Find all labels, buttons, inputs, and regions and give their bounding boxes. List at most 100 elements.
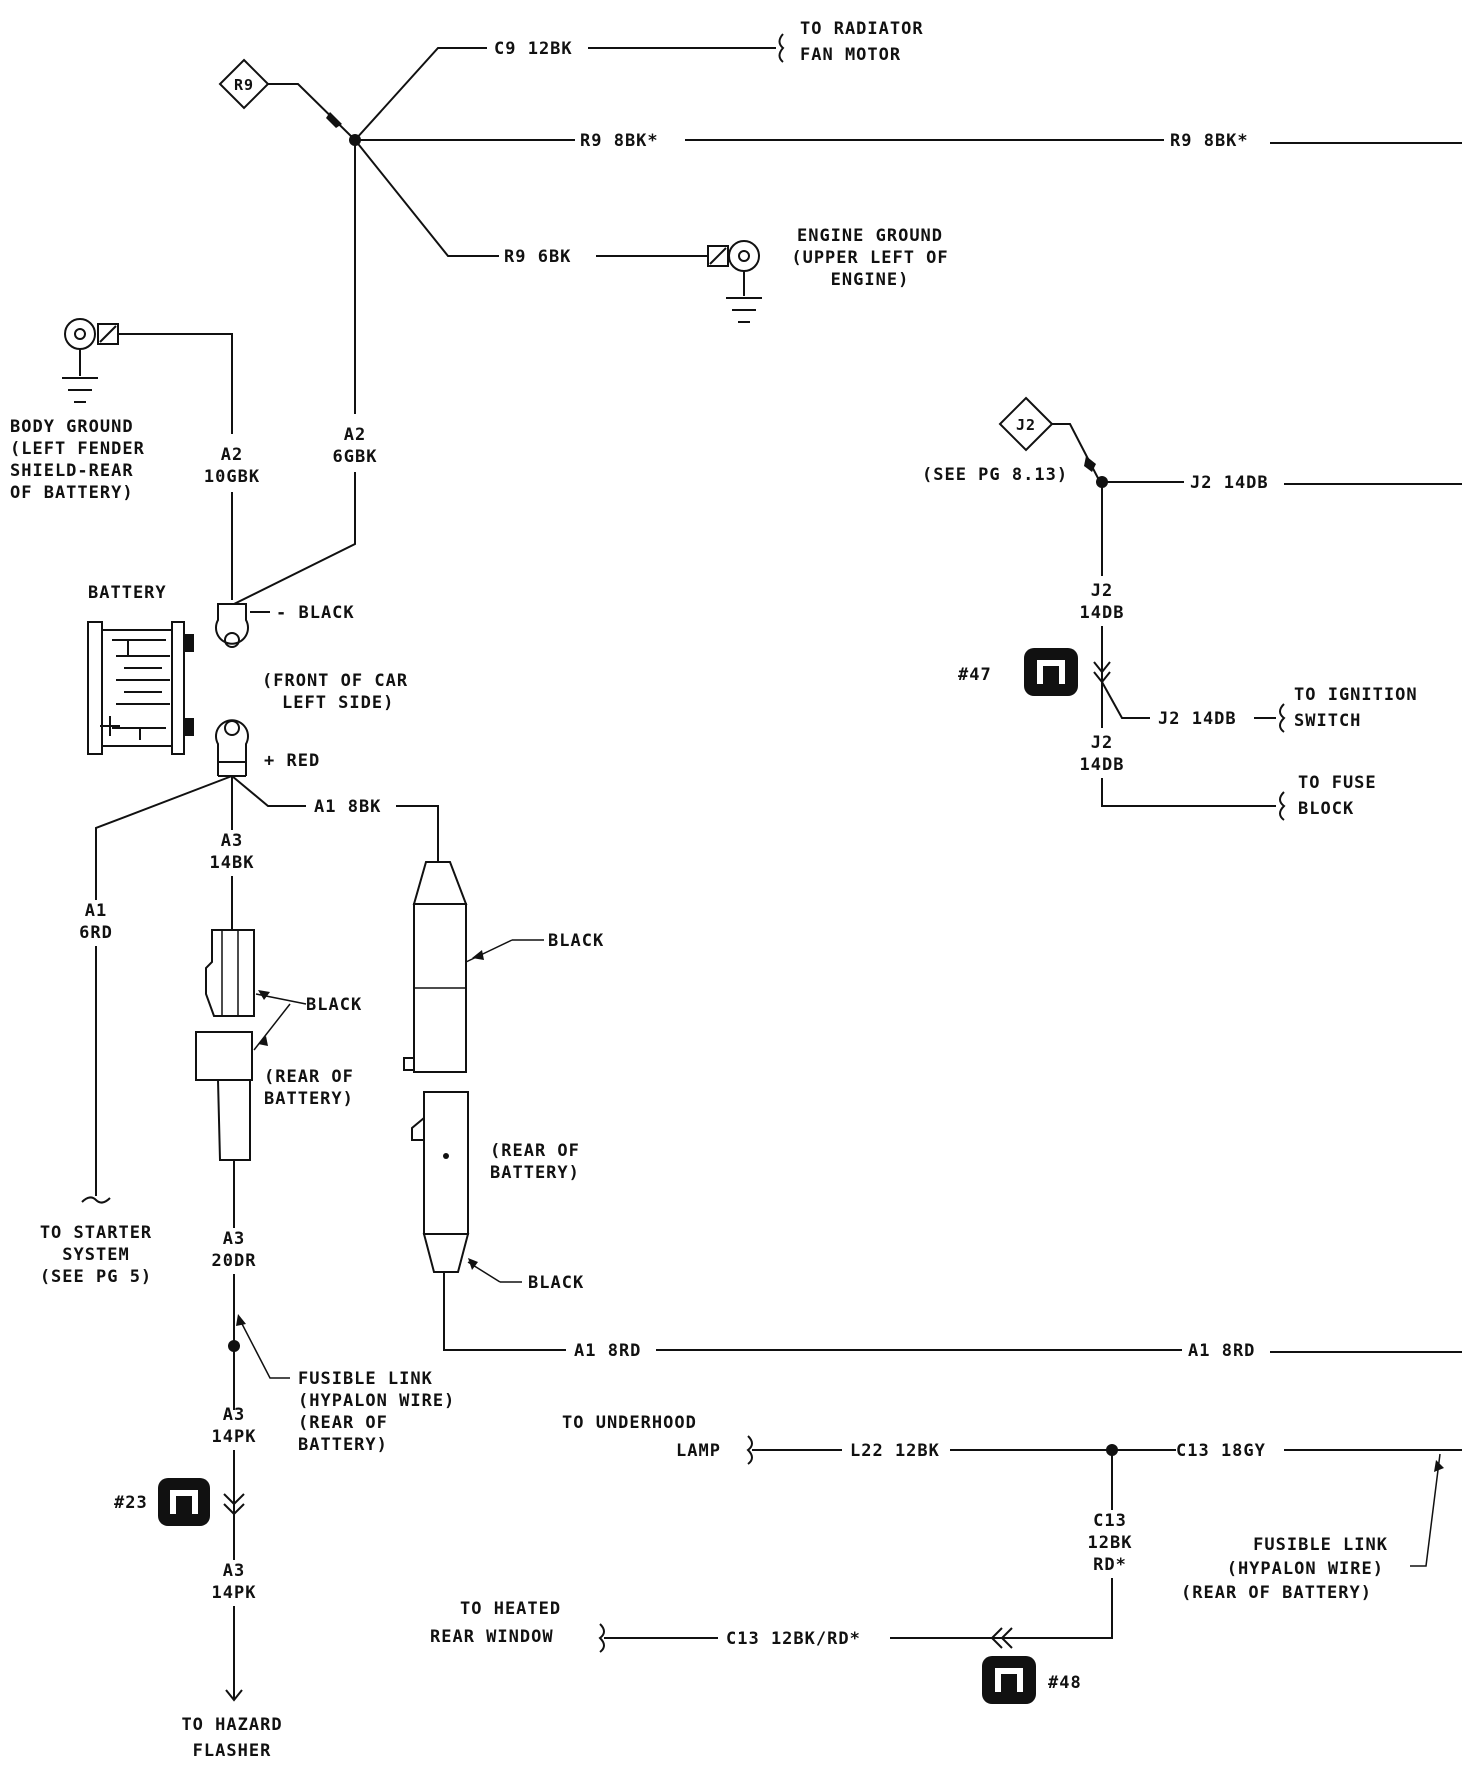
wire-j2-14db-v1-label-2: 14DB (1080, 603, 1125, 623)
label-fuse-block-2: BLOCK (1298, 799, 1354, 819)
wire-a1-8rd-label-2: A1 8RD (1188, 1341, 1255, 1361)
connector-23-icon (158, 1478, 210, 1526)
wire-j2-14db-h-label: J2 14DB (1190, 473, 1269, 493)
battery-symbol (87, 621, 194, 755)
label-radiator-1: TO RADIATOR (800, 19, 924, 39)
j2-node-diamond: J2 (998, 396, 1054, 452)
label-body-ground-3: SHIELD-REAR (10, 461, 134, 481)
ignition-break-symbol (1279, 703, 1286, 733)
label-underhood-2: LAMP (676, 1441, 721, 1461)
wire-c13-v-label-2: 12BK (1088, 1533, 1133, 1553)
label-see-pg-813: (SEE PG 8.13) (922, 465, 1068, 485)
label-fusible-link-2-2: (HYPALON WIRE) (1227, 1559, 1384, 1579)
wire-a2-10gbk-label-1: A2 (221, 445, 243, 465)
label-starter-2: SYSTEM (62, 1245, 129, 1265)
wire-a3-20dr-label-2: 20DR (212, 1251, 257, 1271)
small-connector-lower (195, 1031, 253, 1161)
wire-a2-6gbk-label-1: A2 (344, 425, 366, 445)
wire-a3-14pk-label-3: A3 (223, 1561, 245, 1581)
wire-a3-14pk-label-2: 14PK (212, 1427, 257, 1447)
label-front-of-car-2: LEFT SIDE) (282, 693, 394, 713)
label-engine-ground-3: ENGINE) (831, 270, 910, 290)
label-radiator-2: FAN MOTOR (800, 45, 901, 65)
label-body-ground-2: (LEFT FENDER (10, 439, 145, 459)
label-starter-1: TO STARTER (40, 1223, 152, 1243)
wire-c13-v-label-3: RD* (1093, 1555, 1127, 1575)
starter-break-symbol (81, 1196, 111, 1204)
label-starter-3: (SEE PG 5) (40, 1267, 152, 1287)
wire-c13-12bkrd-label: C13 12BK/RD* (726, 1629, 861, 1649)
positive-terminal-clamp (215, 719, 249, 777)
label-fusible-link-2-3: (REAR OF BATTERY) (1181, 1583, 1372, 1603)
wire-a1-8bk-label: A1 8BK (314, 797, 381, 817)
wire-a2-6gbk-label-2: 6GBK (333, 447, 378, 467)
small-connector-upper (205, 929, 255, 1017)
positive-circuits-group: A1 8BK BLACK (REAR OF BATTERY) BLACK (40, 775, 1462, 1761)
label-heated-window-2: REAR WINDOW (430, 1627, 554, 1647)
wire-j2-14db-v1-label-1: J2 (1091, 581, 1113, 601)
label-black-lower: BLACK (528, 1273, 584, 1293)
wire-j2-14db-v2-label-1: J2 (1091, 733, 1113, 753)
fusible-link-dot-1 (228, 1340, 240, 1352)
label-heated-window-1: TO HEATED (460, 1599, 561, 1619)
wire-r9-6bk-label: R9 6BK (504, 247, 571, 267)
label-body-ground-4: OF BATTERY) (10, 483, 134, 503)
wire-j2-14db-ign-label: J2 14DB (1158, 709, 1237, 729)
wire-l22-12bk-label: L22 12BK (850, 1441, 940, 1461)
r9-splice-group: R9 C9 12BK TO RADIATOR FAN MOTOR R9 8BK*… (218, 19, 1462, 605)
label-engine-ground-2: (UPPER LEFT OF (791, 248, 948, 268)
wire-a1-6rd-label-1: A1 (85, 901, 107, 921)
label-fusible-link-2-1: FUSIBLE LINK (1253, 1535, 1388, 1555)
body-ground-group: A2 10GBK BODY GROUND (LEFT FENDER SHIELD… (10, 318, 260, 600)
engine-ground-symbol (707, 240, 762, 323)
wire-j2-14db-v2-label-2: 14DB (1080, 755, 1125, 775)
label-positive-red: + RED (264, 751, 320, 771)
label-fuse-block-1: TO FUSE (1298, 773, 1377, 793)
label-black-upper: BLACK (548, 931, 604, 951)
label-rear-battery-2-1: (REAR OF (490, 1141, 580, 1161)
label-ignition-1: TO IGNITION (1294, 685, 1418, 705)
label-ignition-2: SWITCH (1294, 711, 1361, 731)
label-connector-23: #23 (114, 1493, 148, 1513)
wire-a3-14bk-label-2: 14BK (210, 853, 255, 873)
label-rear-battery-1-2: BATTERY) (264, 1089, 354, 1109)
label-battery: BATTERY (88, 583, 167, 603)
wire-c13-v-label-1: C13 (1093, 1511, 1127, 1531)
wire-r9-8bk-label-1: R9 8BK* (580, 131, 659, 151)
label-fusible-link-1-2: (HYPALON WIRE) (298, 1391, 455, 1411)
j2-node-label: J2 (1016, 416, 1036, 434)
body-ground-symbol (62, 318, 119, 403)
radiator-break-symbol (778, 33, 785, 63)
label-connector-47: #47 (958, 665, 992, 685)
label-fusible-link-1-3: (REAR OF (298, 1413, 388, 1433)
label-connector-48: #48 (1048, 1673, 1082, 1693)
label-engine-ground-1: ENGINE GROUND (797, 226, 943, 246)
wire-a3-14pk-label-1: A3 (223, 1405, 245, 1425)
label-hazard-2: FLASHER (193, 1741, 272, 1761)
underhood-break-symbol (746, 1435, 753, 1465)
wire-a1-6rd-label-2: 6RD (79, 923, 113, 943)
big-connector-lower (411, 1091, 501, 1283)
wire-c9-12bk-label: C9 12BK (494, 39, 573, 59)
label-front-of-car-1: (FRONT OF CAR (262, 671, 408, 691)
wire-a3-20dr-label-1: A3 (223, 1229, 245, 1249)
big-connector-upper (403, 861, 513, 1073)
label-rear-battery-2-2: BATTERY) (490, 1163, 580, 1183)
negative-terminal-clamp (215, 603, 249, 648)
label-black-small: BLACK (306, 995, 362, 1015)
wire-a3-14bk-label-1: A3 (221, 831, 243, 851)
fuse-block-break-symbol (1279, 791, 1286, 821)
c13-circuit-group: TO UNDERHOOD LAMP L22 12BK C13 18GY C13 … (430, 1413, 1462, 1704)
label-negative-black: - BLACK (276, 603, 355, 623)
wire-a2-10gbk-label-2: 10GBK (204, 467, 260, 487)
label-underhood-1: TO UNDERHOOD (562, 1413, 697, 1433)
r9-node-label: R9 (234, 76, 254, 94)
heated-window-break-symbol (598, 1623, 605, 1653)
label-rear-battery-1-1: (REAR OF (264, 1067, 354, 1087)
connector-48-icon (982, 1656, 1036, 1704)
r9-node-diamond: R9 (218, 58, 270, 110)
label-hazard-1: TO HAZARD (181, 1715, 282, 1735)
label-fusible-link-1-1: FUSIBLE LINK (298, 1369, 433, 1389)
wire-r9-8bk-label-2: R9 8BK* (1170, 131, 1249, 151)
